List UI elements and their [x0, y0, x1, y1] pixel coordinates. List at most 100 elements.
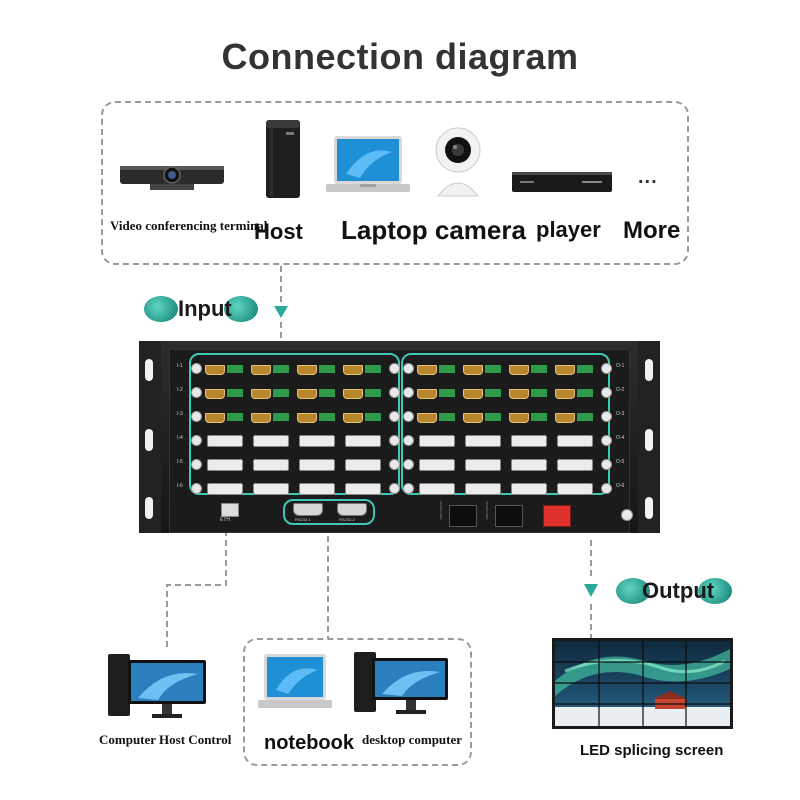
power-inlet-1[interactable]	[449, 505, 477, 527]
card-screw	[403, 435, 414, 446]
card-screw	[389, 459, 400, 470]
hdmi-port[interactable]	[251, 389, 271, 399]
audio-terminal[interactable]	[273, 389, 289, 397]
hdmi-port[interactable]	[555, 389, 575, 399]
hdmi-port[interactable]	[343, 365, 363, 375]
card-screw	[601, 483, 612, 494]
dvi-port[interactable]	[465, 483, 501, 495]
hdmi-port[interactable]	[417, 365, 437, 375]
output-row-label: O-6	[616, 483, 625, 489]
dvi-port[interactable]	[419, 435, 455, 447]
source-label-laptop-camera: Laptop camera	[341, 215, 526, 245]
dvi-port[interactable]	[557, 483, 593, 495]
hdmi-port[interactable]	[417, 389, 437, 399]
audio-terminal[interactable]	[273, 413, 289, 421]
dvi-port[interactable]	[299, 483, 335, 495]
audio-terminal[interactable]	[485, 365, 501, 373]
audio-terminal[interactable]	[531, 365, 547, 373]
dvi-port[interactable]	[557, 435, 593, 447]
audio-terminal[interactable]	[439, 365, 455, 373]
dvi-port[interactable]	[299, 459, 335, 471]
audio-terminal[interactable]	[227, 389, 243, 397]
audio-terminal[interactable]	[365, 365, 381, 373]
audio-terminal[interactable]	[577, 365, 593, 373]
hdmi-port[interactable]	[251, 365, 271, 375]
sources-box	[101, 101, 689, 265]
audio-terminal[interactable]	[319, 413, 335, 421]
hdmi-port[interactable]	[297, 413, 317, 423]
audio-terminal[interactable]	[273, 365, 289, 373]
hdmi-port[interactable]	[463, 389, 483, 399]
hdmi-port[interactable]	[251, 413, 271, 423]
card-screw	[403, 411, 414, 422]
audio-terminal[interactable]	[577, 413, 593, 421]
audio-terminal[interactable]	[531, 389, 547, 397]
hdmi-port[interactable]	[417, 413, 437, 423]
hdmi-port[interactable]	[463, 365, 483, 375]
hdmi-port[interactable]	[343, 389, 363, 399]
audio-terminal[interactable]	[531, 413, 547, 421]
dvi-port[interactable]	[511, 459, 547, 471]
controllers-box	[243, 638, 472, 766]
power-label-1: AC110V-220V	[439, 501, 443, 520]
audio-terminal[interactable]	[319, 365, 335, 373]
audio-terminal[interactable]	[485, 413, 501, 421]
hdmi-port[interactable]	[509, 413, 529, 423]
dvi-port[interactable]	[299, 435, 335, 447]
hdmi-port[interactable]	[297, 365, 317, 375]
dvi-port[interactable]	[345, 459, 381, 471]
hdmi-port[interactable]	[205, 365, 225, 375]
rs232-label-1: RS232-1	[295, 517, 311, 522]
hdmi-port[interactable]	[205, 413, 225, 423]
card-screw	[191, 459, 202, 470]
card-screw	[403, 387, 414, 398]
hdmi-port[interactable]	[463, 413, 483, 423]
dvi-port[interactable]	[465, 459, 501, 471]
notebook-label: notebook	[264, 732, 354, 754]
audio-terminal[interactable]	[365, 413, 381, 421]
power-switch[interactable]	[543, 505, 571, 527]
hdmi-port[interactable]	[343, 413, 363, 423]
input-row-label: I-6	[177, 483, 183, 489]
dvi-port[interactable]	[345, 435, 381, 447]
hdmi-port[interactable]	[205, 389, 225, 399]
dvi-port[interactable]	[419, 459, 455, 471]
source-label-player: player	[536, 217, 601, 242]
dvi-port[interactable]	[465, 435, 501, 447]
dvi-port[interactable]	[253, 459, 289, 471]
computer-host-icon	[108, 654, 208, 720]
audio-terminal[interactable]	[365, 389, 381, 397]
dvi-port[interactable]	[511, 483, 547, 495]
rack-ear-right	[638, 341, 660, 533]
dvi-port[interactable]	[511, 435, 547, 447]
desktop-computer-icon	[354, 652, 450, 716]
power-inlet-2[interactable]	[495, 505, 523, 527]
ethernet-port[interactable]	[221, 503, 239, 517]
hdmi-port[interactable]	[555, 413, 575, 423]
hdmi-port[interactable]	[297, 389, 317, 399]
audio-terminal[interactable]	[439, 389, 455, 397]
audio-terminal[interactable]	[439, 413, 455, 421]
rs232-port-1[interactable]	[293, 503, 323, 516]
dvi-port[interactable]	[253, 483, 289, 495]
more-icon: ...	[638, 166, 658, 188]
rs232-port-2[interactable]	[337, 503, 367, 516]
dvi-port[interactable]	[419, 483, 455, 495]
dvi-port[interactable]	[345, 483, 381, 495]
audio-terminal[interactable]	[227, 413, 243, 421]
hdmi-port[interactable]	[509, 365, 529, 375]
audio-terminal[interactable]	[227, 365, 243, 373]
audio-terminal[interactable]	[319, 389, 335, 397]
dvi-port[interactable]	[253, 435, 289, 447]
hdmi-port[interactable]	[555, 365, 575, 375]
laptop-camera-icon	[326, 134, 410, 196]
dvi-port[interactable]	[557, 459, 593, 471]
hdmi-port[interactable]	[509, 389, 529, 399]
dvi-port[interactable]	[207, 483, 243, 495]
output-row-label: O-4	[616, 435, 625, 441]
dvi-port[interactable]	[207, 459, 243, 471]
audio-terminal[interactable]	[577, 389, 593, 397]
audio-terminal[interactable]	[485, 389, 501, 397]
dvi-port[interactable]	[207, 435, 243, 447]
output-tag: Output	[612, 574, 736, 608]
